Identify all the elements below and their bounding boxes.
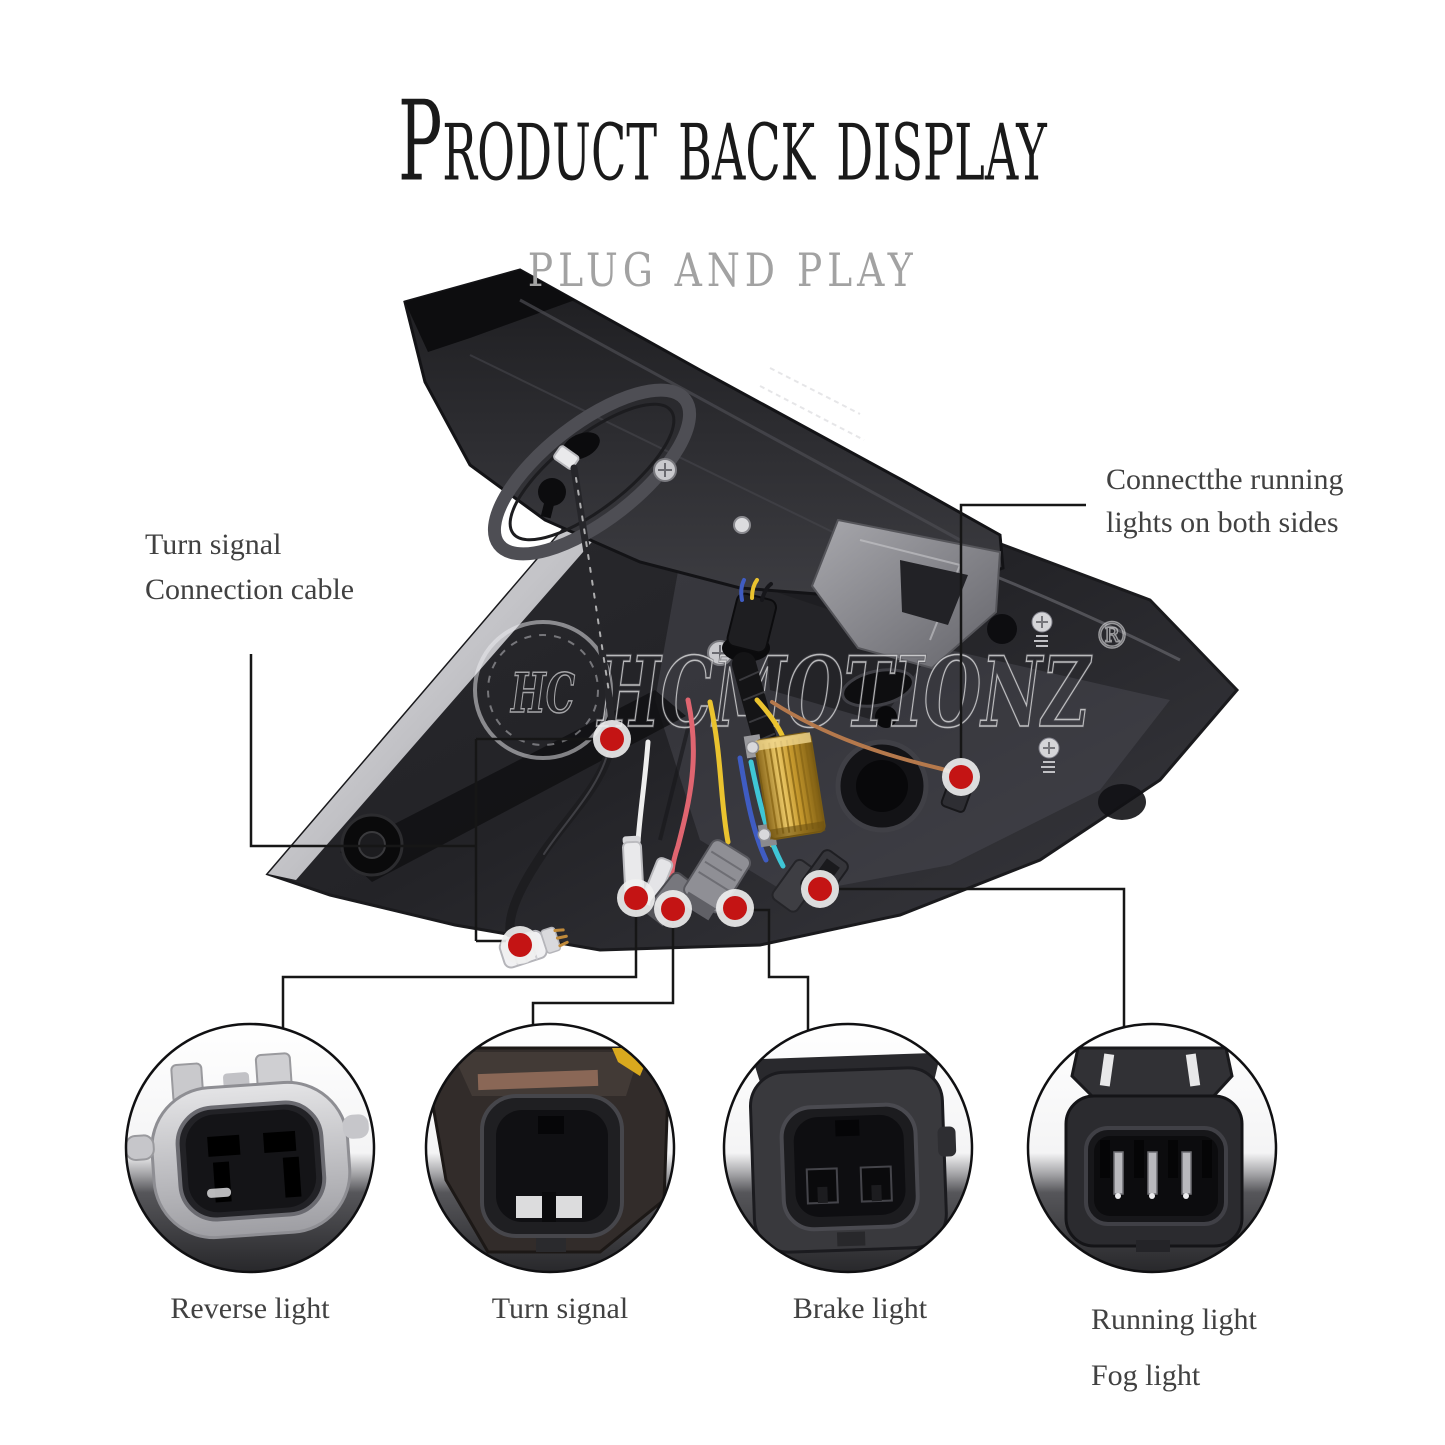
callout-line: Turn signal — [145, 528, 282, 561]
leader-lines — [249, 503, 1126, 1032]
callout-line: lights on both sides — [1106, 506, 1339, 539]
marker-dot — [501, 926, 539, 964]
brand-watermark: HC HCMOTIONZ HCMOTIONZ ® — [473, 615, 1131, 760]
callout-running-lights: Connectthe running lights on both sides — [1106, 458, 1343, 544]
marker-dot — [593, 720, 631, 758]
wiring-harness — [498, 445, 961, 969]
screw-icon — [1031, 611, 1060, 773]
marker-dot — [716, 889, 754, 927]
leader-reverse-circle — [281, 906, 638, 1030]
connector-photo-reverse-light — [124, 1022, 376, 1274]
callout-line: Connectthe running — [1106, 463, 1344, 496]
wire-bundle — [726, 592, 777, 654]
watermark-registered-icon: ® — [1094, 616, 1130, 657]
connector-label-line: Running light — [1091, 1303, 1257, 1336]
leader-turn-circle — [531, 917, 675, 1026]
leader-turn-signal-cable — [249, 654, 598, 943]
leader-brake-circle — [737, 908, 810, 1032]
cable-top-terminal — [553, 445, 580, 470]
brake-light-plug — [681, 839, 752, 921]
connector-photo-brake-light — [722, 1022, 974, 1274]
page-subtitle: PLUG AND PLAY — [527, 243, 918, 297]
connector-label-line: Fog light — [1091, 1359, 1201, 1392]
marker-dot — [942, 758, 980, 796]
marker-dot — [654, 890, 692, 928]
connector-label-running-light: Running light Fog light — [1091, 1292, 1371, 1404]
callout-line: Connection cable — [145, 573, 355, 606]
marker-dot — [617, 879, 655, 917]
watermark-emblem-text: HC — [510, 661, 575, 725]
connector-photo-running-light — [1026, 1022, 1278, 1274]
leader-running-circle — [835, 887, 1126, 1028]
connector-photo-turn-signal — [424, 1022, 676, 1274]
connector-label-turn-signal: Turn signal — [491, 1292, 629, 1325]
marker-dot — [801, 870, 839, 908]
load-resistor — [743, 732, 826, 848]
upper-lamp-section — [403, 268, 1005, 670]
connection-markers — [501, 720, 980, 964]
callout-turn-signal-cable: Turn signal Connection cable — [145, 522, 354, 612]
watermark-brand-text-shadow: HCMOTIONZ — [596, 636, 1092, 749]
connector-label-brake-light: Brake light — [792, 1292, 928, 1325]
watermark-brand-text: HCMOTIONZ — [596, 636, 1092, 749]
leader-running-lights — [959, 503, 1086, 765]
connector-label-reverse-light: Reverse light — [170, 1292, 330, 1325]
page-title: Product back display — [398, 78, 1047, 207]
